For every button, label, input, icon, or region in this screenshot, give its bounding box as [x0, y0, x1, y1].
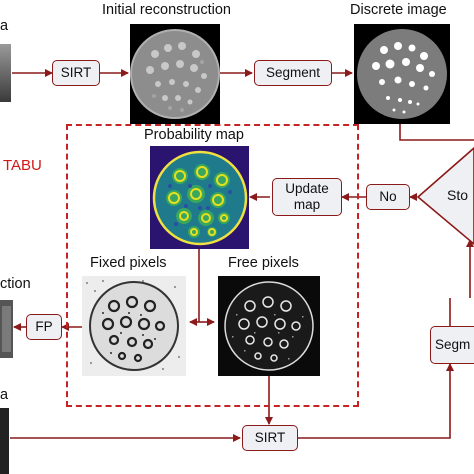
discrete-image: [354, 24, 450, 124]
tabu-label: TABU: [3, 157, 42, 174]
stop-partial-label: Sto: [447, 187, 469, 203]
arrow-sirt-to-segment-right: [298, 363, 454, 439]
left-mid-partial-label: ction: [0, 276, 31, 292]
fixed-pixels-title: Fixed pixels: [90, 255, 167, 271]
segment-right-box: Segm: [430, 326, 474, 364]
segment-top-box: Segment: [254, 60, 332, 86]
free-pixels-title: Free pixels: [228, 255, 299, 271]
no-box: No: [366, 184, 410, 210]
free-pixels-image: [218, 276, 320, 376]
initial-reconstruction-image: [130, 24, 220, 124]
input-data-image-top: [0, 44, 11, 102]
initial-reconstruction-title: Initial reconstruction: [102, 2, 231, 18]
fp-box: FP: [26, 314, 62, 340]
input-data-image-bottom: [0, 408, 9, 474]
discrete-image-title: Discrete image: [350, 2, 447, 18]
update-map-box: Update map: [272, 178, 342, 216]
left-top-partial-label: a: [0, 18, 9, 34]
probability-map-title: Probability map: [144, 127, 244, 143]
left-bottom-partial-label: a: [0, 387, 9, 403]
probability-map-image: [150, 146, 249, 249]
fixed-pixels-image: [82, 276, 186, 376]
arrow-discrete-to-stop: [399, 124, 474, 141]
tabu-frame: [66, 124, 359, 407]
sirt-bottom-box: SIRT: [242, 425, 298, 451]
reconstruction-image-left: [0, 300, 13, 358]
sirt-top-box: SIRT: [52, 60, 100, 86]
